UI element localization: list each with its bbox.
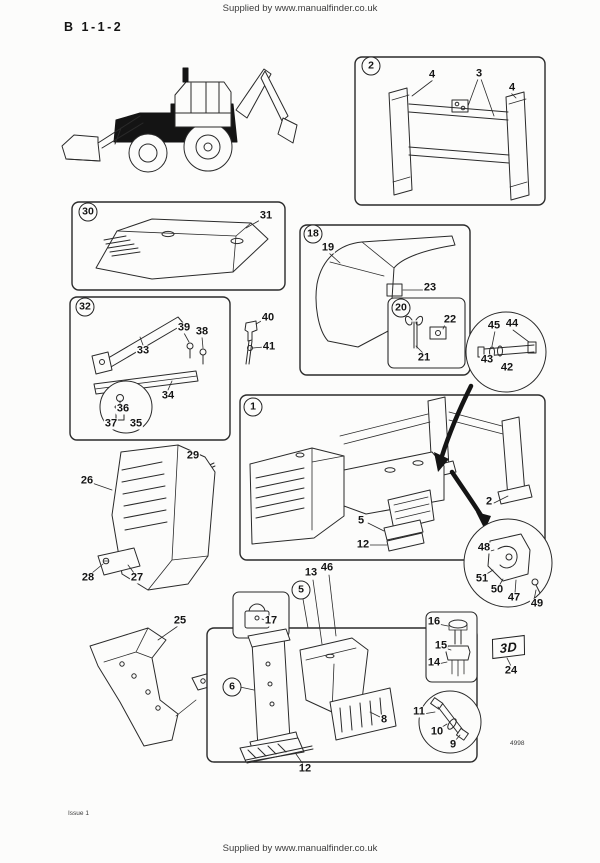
callout-50: 50 [489, 583, 505, 596]
callout-40: 40 [260, 311, 276, 324]
callout-10: 10 [429, 725, 445, 738]
callout-21: 21 [416, 351, 432, 364]
callout-19: 19 [320, 241, 336, 254]
callout-8: 8 [379, 713, 389, 726]
callout-28: 28 [80, 571, 96, 584]
page-code: B 1-1-2 [64, 20, 124, 34]
callout-27: 27 [129, 571, 145, 584]
figure-18-label: 18 [303, 224, 323, 244]
callout-3: 3 [474, 67, 484, 80]
callout-4-right: 4 [507, 81, 517, 94]
callout-29: 29 [185, 449, 201, 462]
figure-32-art [69, 296, 231, 441]
callout-16: 16 [426, 615, 442, 628]
figure-1-label: 1 [243, 397, 263, 417]
pointer-arrows [434, 383, 491, 530]
callout-43: 43 [479, 353, 495, 366]
callout-4-left: 4 [427, 68, 437, 81]
callout-15: 15 [433, 639, 449, 652]
part-27-28-art [91, 547, 141, 576]
figure-1-art [239, 394, 546, 561]
callout-12: 12 [355, 538, 371, 551]
callout-11: 11 [412, 705, 426, 718]
figure-2-art [354, 56, 546, 206]
callout-48: 48 [476, 541, 492, 554]
callout-42: 42 [499, 361, 515, 374]
callout-12-strip: 12 [297, 762, 313, 775]
callout-25: 25 [172, 614, 188, 627]
callout-23: 23 [422, 281, 438, 294]
detail-9-11-art [418, 690, 482, 754]
callout-22: 22 [442, 313, 458, 326]
callout-34: 34 [160, 389, 176, 402]
callout-17: 17 [263, 614, 279, 627]
callout-41: 41 [261, 340, 277, 353]
callout-35: 35 [128, 417, 144, 430]
callout-9: 9 [448, 738, 458, 751]
callout-31: 31 [258, 209, 274, 222]
figure-32-label: 32 [75, 297, 95, 317]
callout-46: 46 [319, 561, 335, 574]
callout-45: 45 [486, 319, 502, 332]
callout-37: 37 [103, 417, 119, 430]
callout-47: 47 [506, 591, 522, 604]
callout-5: 5 [356, 514, 366, 527]
callout-26: 26 [79, 474, 95, 487]
callout-51: 51 [474, 572, 490, 585]
callout-44: 44 [504, 317, 520, 330]
detail-47-51-art [463, 518, 553, 608]
tractor-illustration [61, 67, 298, 173]
misc-leaders [506, 657, 512, 667]
figure-2-label: 2 [361, 56, 381, 76]
callout-33: 33 [135, 344, 151, 357]
figure-30-art [71, 201, 286, 291]
callout-49: 49 [529, 597, 545, 610]
figure-20-label: 20 [391, 298, 411, 318]
callout-6: 6 [222, 677, 242, 697]
decal-3d-text: 3D [499, 638, 518, 656]
figure-5-art [206, 574, 478, 765]
header-supplier-text: Supplied by www.manualfinder.co.uk [222, 3, 378, 14]
figure-5-label: 5 [291, 580, 311, 600]
callout-38: 38 [194, 325, 210, 338]
callout-13: 13 [303, 566, 319, 579]
callout-2: 2 [484, 495, 494, 508]
callout-39: 39 [176, 321, 192, 334]
print-reference: 4998 [510, 740, 525, 747]
footer-supplier-text: Supplied by www.manualfinder.co.uk [222, 843, 378, 854]
callout-14: 14 [426, 656, 442, 669]
decal-3d: 3D [491, 634, 526, 660]
figure-30-label: 30 [78, 202, 98, 222]
callout-36: 36 [115, 402, 131, 415]
issue-label: Issue 1 [68, 810, 89, 817]
callout-24: 24 [503, 664, 519, 677]
